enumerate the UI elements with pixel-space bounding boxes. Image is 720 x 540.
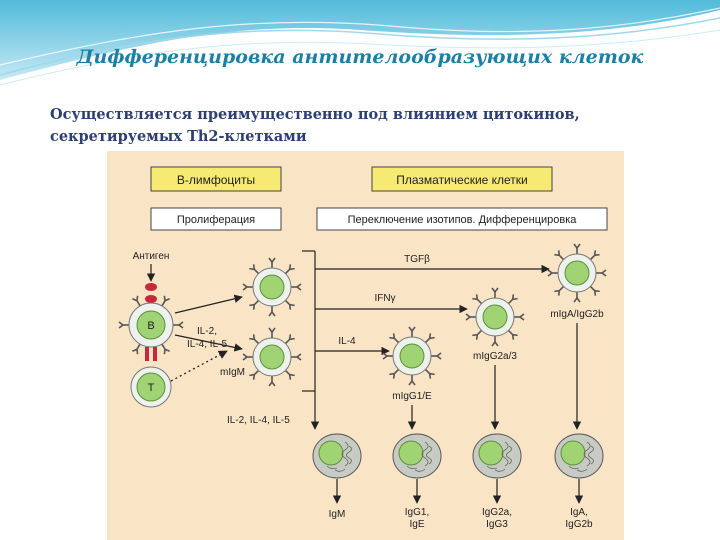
subtitle-line-2: секретируемых Th2-клетками [50,128,307,145]
header-plasma-cells: Плазматические клетки [396,173,528,187]
b-to-upper-arrow [174,294,243,314]
plasma-cell-igm [312,433,362,479]
plasma-cell-igg2a [472,433,522,479]
isotype-switch-label: Переключение изотипов. Дифференцировка [348,214,578,226]
header-b-lymphocytes: В-лимфоциты [177,173,255,187]
tgf-label: TGFβ [404,254,430,265]
b-cell [118,294,184,356]
antigen-icon-2 [145,295,157,303]
plasma-cell-igg1 [392,433,442,479]
proliferation-label: Пролиферация [177,214,255,226]
t-to-b-dotted-arrow [170,350,228,382]
iga-label: mIgA/IgG2b [550,309,604,320]
product-iga-line2: IgG2b [565,519,593,530]
differentiation-diagram: В-лимфоциты Плазматические клетки Пролиф… [107,151,624,540]
b-to-lower-arrow [174,334,243,352]
ifn-label: IFNγ [374,293,395,304]
proliferation-box [150,207,282,231]
subtitle-line-1: Осуществляется преимущественно под влиян… [50,106,580,123]
header-plasma-box [371,166,553,192]
antigen-label: Антиген [133,251,170,262]
igg2a-label: mIgG2a/3 [473,351,517,362]
slide-title: Дифференцировка антителообразующих клето… [76,46,644,68]
product-igg1-line2: IgE [409,519,424,530]
product-igm: IgM [329,509,346,520]
isotype-switch-box [316,207,608,231]
product-iga-line1: IgA, [570,507,588,518]
bt-link-icon [145,347,149,361]
product-igg2a-line2: IgG3 [486,519,508,530]
t-cell [130,366,172,408]
il245-label: IL-2, IL-4, IL-5 [227,415,290,426]
header-b-lymphocytes-box [150,166,282,192]
il4-label: IL-4 [338,336,356,347]
product-igg1-line1: IgG1, [405,507,429,518]
header-wave-decoration [0,0,720,86]
il-label-line1: IL-2, [197,326,217,337]
plasma-cell-iga [554,433,604,479]
product-igg2a-line1: IgG2a, [482,507,512,518]
bt-link-icon-2 [153,347,157,361]
t-cell-label: T [148,382,155,394]
migm-label: mIgM [220,367,245,378]
antigen-icon [145,283,157,291]
b-cell-label: B [147,320,154,332]
il-label-line2: IL-4, IL-5 [187,339,227,350]
igg1-label: mIgG1/E [392,391,432,402]
slide-subtitle: Осуществляется преимущественно под влиян… [50,104,690,148]
